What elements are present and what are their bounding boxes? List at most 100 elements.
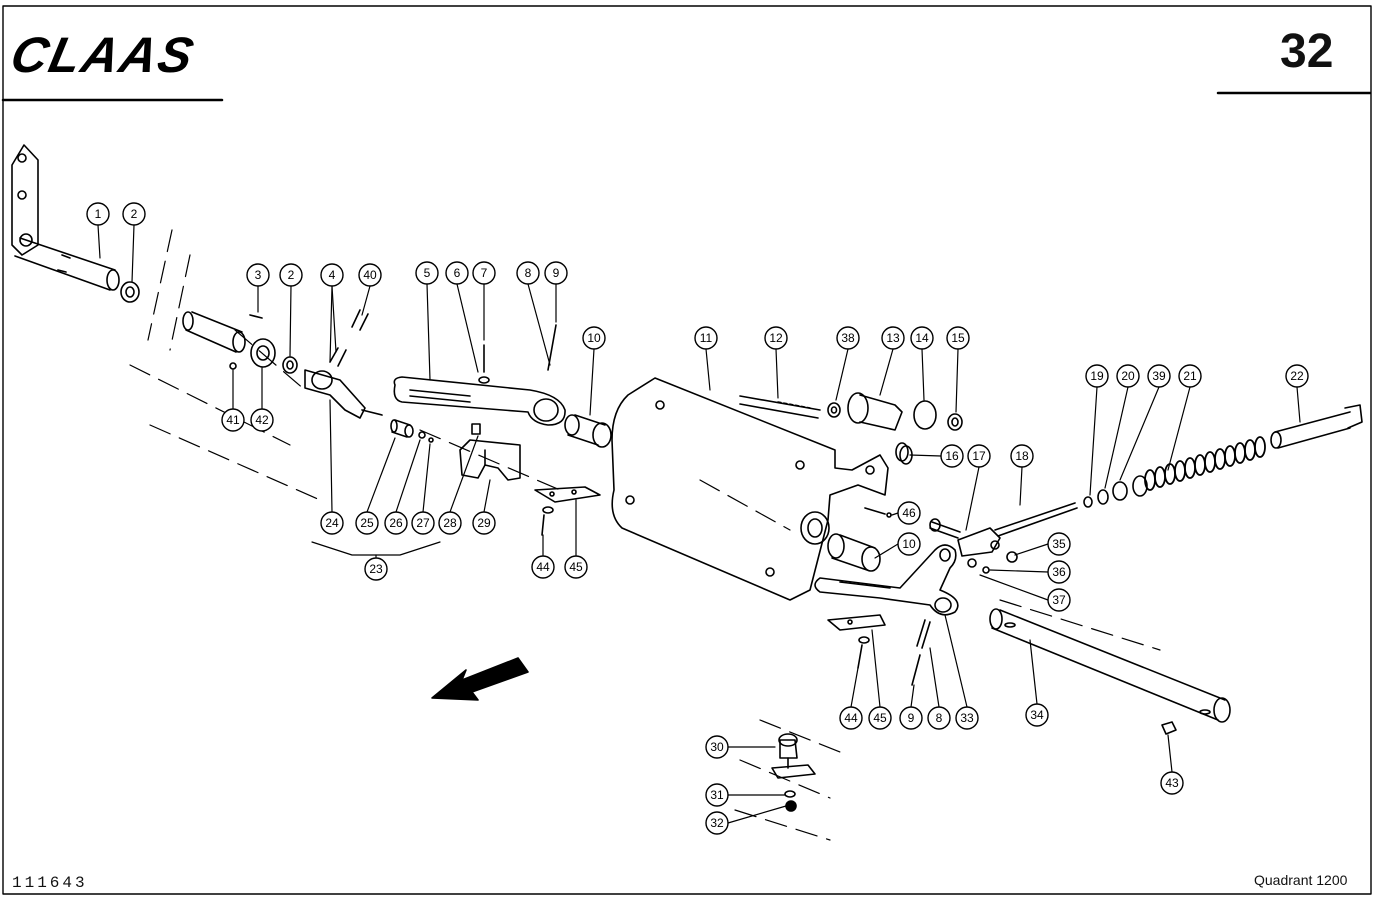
callout-45: 45	[868, 706, 892, 730]
part-nut-32	[785, 800, 797, 812]
svg-text:18: 18	[1015, 449, 1029, 463]
callout-11: 11	[694, 326, 718, 350]
callout-25: 25	[355, 511, 379, 535]
part-spring-21	[1144, 436, 1266, 491]
part-washer-31	[784, 790, 796, 798]
svg-text:44: 44	[536, 560, 550, 574]
callout-41: 41	[221, 408, 245, 432]
callout-32: 32	[705, 811, 729, 835]
callout-8: 8	[927, 706, 951, 730]
callout-30: 30	[705, 735, 729, 759]
callout-18: 18	[1010, 444, 1034, 468]
part-lever-33	[814, 544, 959, 616]
callout-2: 2	[122, 202, 146, 226]
part-bolt-22	[1270, 404, 1363, 449]
callout-19: 19	[1085, 364, 1109, 388]
svg-text:3: 3	[255, 268, 262, 282]
svg-text:40: 40	[363, 268, 377, 282]
part-knob-30	[771, 733, 816, 779]
svg-text:23: 23	[369, 562, 383, 576]
svg-text:31: 31	[710, 788, 724, 802]
svg-text:2: 2	[288, 268, 295, 282]
callout-29: 29	[472, 511, 496, 535]
page-number: 32	[1280, 25, 1334, 78]
callout-34: 34	[1025, 703, 1049, 727]
part-washers-19-20-39	[1083, 475, 1148, 508]
svg-text:33: 33	[960, 711, 974, 725]
svg-text:8: 8	[936, 711, 943, 725]
svg-text:24: 24	[325, 516, 339, 530]
callout-13: 13	[881, 326, 905, 350]
callout-7: 7	[472, 261, 496, 285]
callout-31: 31	[705, 783, 729, 807]
callout-23: 23	[364, 557, 388, 581]
leader-lines	[97, 224, 1301, 824]
callout-33: 33	[955, 706, 979, 730]
callout-14: 14	[910, 326, 934, 350]
part-bushing-10b	[827, 533, 881, 572]
svg-text:39: 39	[1152, 369, 1166, 383]
part-disc-14	[913, 400, 937, 430]
part-bushing-2	[120, 281, 140, 303]
svg-text:6: 6	[454, 266, 461, 280]
callout-37: 37	[1047, 588, 1071, 612]
svg-text:12: 12	[769, 331, 783, 345]
part-washer-2b	[282, 356, 298, 374]
callout-39: 39	[1147, 364, 1171, 388]
callout-12: 12	[764, 326, 788, 350]
svg-text:41: 41	[226, 413, 240, 427]
svg-text:27: 27	[416, 516, 430, 530]
drawing-number: 111643	[12, 874, 88, 892]
part-bracket-left	[11, 144, 39, 256]
callout-27: 27	[411, 511, 435, 535]
svg-text:13: 13	[886, 331, 900, 345]
callout-42: 42	[250, 408, 274, 432]
svg-text:26: 26	[389, 516, 403, 530]
part-pins-8-9	[911, 619, 931, 686]
callout-4: 4	[320, 263, 344, 287]
callout-26: 26	[384, 511, 408, 535]
part-nut-15	[947, 413, 963, 431]
svg-text:16: 16	[945, 449, 959, 463]
svg-text:25: 25	[360, 516, 374, 530]
callout-15: 15	[946, 326, 970, 350]
callout-44: 44	[531, 555, 555, 579]
part-bushing-42	[229, 338, 276, 370]
svg-text:45: 45	[569, 560, 583, 574]
part-nuts-35-36-37	[967, 551, 1018, 574]
svg-text:43: 43	[1165, 776, 1179, 790]
svg-text:42: 42	[255, 413, 269, 427]
callout-9: 9	[544, 261, 568, 285]
callout-43: 43	[1160, 771, 1184, 795]
callout-3: 3	[246, 263, 270, 287]
svg-text:10: 10	[587, 331, 601, 345]
svg-text:2: 2	[131, 207, 138, 221]
part-lever-24	[304, 309, 383, 419]
callout-46: 46	[897, 501, 921, 525]
callout-10: 10	[897, 532, 921, 556]
callout-8: 8	[516, 261, 540, 285]
svg-text:34: 34	[1030, 708, 1044, 722]
callout-35: 35	[1047, 532, 1071, 556]
svg-text:19: 19	[1090, 369, 1104, 383]
callout-45: 45	[564, 555, 588, 579]
page-border	[2, 5, 1372, 895]
svg-text:9: 9	[908, 711, 915, 725]
callout-17: 17	[967, 444, 991, 468]
callout-38: 38	[836, 326, 860, 350]
part-bushing-10a	[564, 414, 612, 448]
part-tube-34	[989, 608, 1231, 723]
part-lever-5	[393, 324, 566, 426]
callout-44: 44	[839, 706, 863, 730]
part-tube	[182, 311, 263, 353]
callout-22: 22	[1285, 364, 1309, 388]
svg-text:21: 21	[1183, 369, 1197, 383]
part-sleeve-25	[390, 419, 434, 443]
callout-16: 16	[940, 444, 964, 468]
svg-text:17: 17	[972, 449, 986, 463]
part-rod-18	[957, 502, 1078, 557]
model-name: Quadrant 1200	[1254, 872, 1348, 888]
part-plate-45b	[827, 614, 886, 669]
svg-text:38: 38	[841, 331, 855, 345]
